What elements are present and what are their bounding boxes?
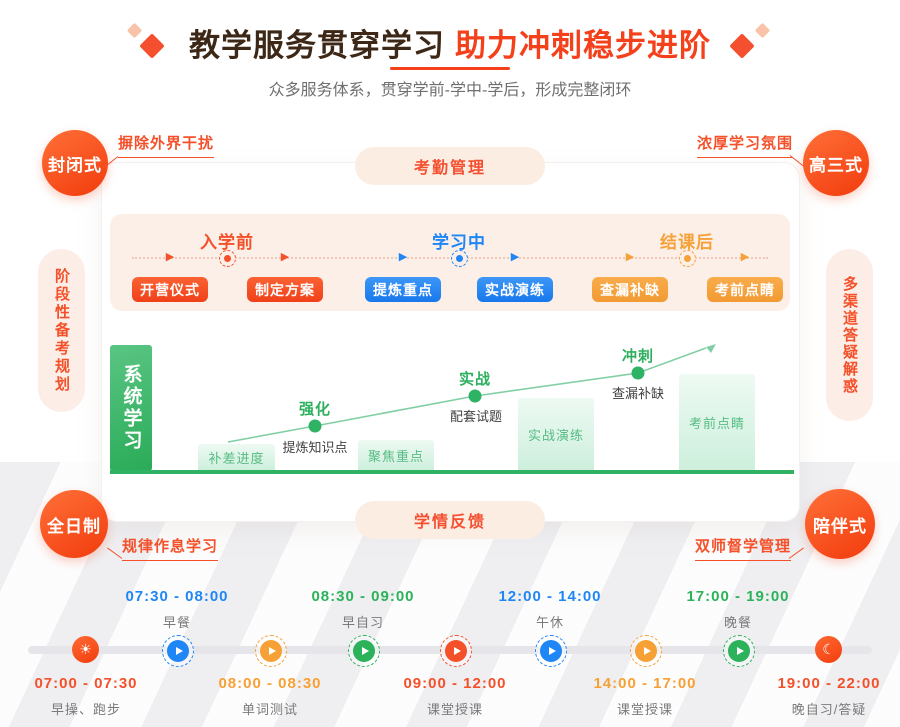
schedule-label: 晚自习/答疑	[791, 702, 867, 717]
chip-make-plan[interactable]: 制定方案	[247, 277, 323, 302]
schedule-time: 14:00 - 17:00	[593, 675, 697, 692]
schedule-time: 07:00 - 07:30	[34, 675, 138, 692]
schedule-item-noon-break: 12:00 - 14:00 午休	[470, 588, 630, 631]
schedule-label: 午休	[535, 615, 564, 630]
arrow-marker-icon: ▶	[510, 251, 520, 263]
chip-extract-key-points[interactable]: 提炼重点	[365, 277, 441, 302]
milestone-title: 强化	[298, 401, 332, 418]
moon-icon: ☾	[815, 636, 842, 663]
badge-fulltime-mode: 全日制	[40, 490, 108, 558]
badge-gaosan-mode: 高三式	[803, 130, 869, 196]
schedule-time: 08:00 - 08:30	[218, 675, 322, 692]
title-main: 教学服务贯穿学习	[189, 28, 445, 63]
schedule-item-morning-exercise: 07:00 - 07:30 早操、跑步	[6, 675, 166, 718]
schedule-time: 07:30 - 08:00	[125, 588, 229, 605]
chart-bar: 考前点睛	[679, 374, 755, 470]
schedule-item-dinner: 17:00 - 19:00 晚餐	[658, 588, 818, 631]
system-learning-block: 系统学习	[110, 345, 152, 471]
attendance-pill: 考勤管理	[355, 147, 545, 185]
chip-final-tips[interactable]: 考前点睛	[707, 277, 783, 302]
sun-icon: ☀	[72, 636, 99, 663]
schedule-item-evening-study: 19:00 - 22:00 晚自习/答疑	[749, 675, 900, 718]
play-icon	[723, 635, 755, 667]
schedule-item-class-am: 09:00 - 12:00 课堂授课	[375, 675, 535, 718]
note-bottom-left: 规律作息学习	[122, 535, 219, 561]
title-accent: 助力冲刺稳步进阶	[455, 28, 711, 63]
milestone-title: 实战	[458, 371, 492, 388]
note-bottom-right: 双师督学管理	[695, 535, 792, 561]
play-icon	[162, 635, 194, 667]
schedule-item-class-pm: 14:00 - 17:00 课堂授课	[565, 675, 725, 718]
chart-bar: 补差进度	[198, 444, 275, 470]
schedule-time: 19:00 - 22:00	[777, 675, 881, 692]
chart-bar: 聚焦重点	[358, 440, 434, 470]
milestone-subtitle: 配套试题	[449, 409, 503, 424]
schedule-label: 早自习	[341, 615, 384, 630]
badge-companion-mode: 陪伴式	[805, 489, 875, 559]
schedule-label: 单词测试	[241, 702, 298, 717]
schedule-label: 早操、跑步	[50, 702, 121, 717]
arrow-marker-icon: ▶	[280, 251, 290, 263]
note-top-left: 摒除外界干扰	[118, 132, 215, 158]
arrow-marker-icon: ▶	[165, 251, 175, 263]
arrow-marker-icon: ▶	[625, 251, 635, 263]
schedule-label: 课堂授课	[426, 702, 483, 717]
page-title: 教学服务贯穿学习助力冲刺稳步进阶	[189, 20, 711, 65]
play-icon	[535, 635, 567, 667]
chip-practice-drill[interactable]: 实战演练	[477, 277, 553, 302]
phase-dotted-line	[132, 257, 768, 259]
phase-dot-icon	[451, 250, 468, 267]
chart-bar: 实战演练	[518, 398, 594, 470]
play-icon	[348, 635, 380, 667]
chip-fill-gaps[interactable]: 查漏补缺	[592, 277, 668, 302]
play-icon	[630, 635, 662, 667]
chip-opening-ceremony[interactable]: 开营仪式	[132, 277, 208, 302]
phase-dot-icon	[679, 250, 696, 267]
milestone-title: 冲刺	[621, 348, 655, 365]
schedule-label: 课堂授课	[616, 702, 673, 717]
phase-label-during: 学习中	[432, 233, 486, 252]
subtitle: 众多服务体系，贯穿学前-学中-学后，形成完整闭环	[268, 82, 632, 99]
schedule-label: 晚餐	[723, 615, 752, 630]
schedule-time: 09:00 - 12:00	[403, 675, 507, 692]
schedule-time: 17:00 - 19:00	[686, 588, 790, 605]
play-icon	[440, 635, 472, 667]
phase-label-before: 入学前	[200, 233, 254, 252]
play-icon	[255, 635, 287, 667]
schedule-time: 12:00 - 14:00	[498, 588, 602, 605]
feedback-pill: 学情反馈	[355, 501, 545, 539]
schedule-item-breakfast: 07:30 - 08:00 早餐	[97, 588, 257, 631]
schedule-time: 08:30 - 09:00	[311, 588, 415, 605]
phase-label-after: 结课后	[660, 233, 714, 252]
header: 教学服务贯穿学习助力冲刺稳步进阶	[0, 20, 900, 65]
side-pill-stage-planning: 阶段性备考规划	[38, 249, 85, 412]
note-top-right: 浓厚学习氛围	[697, 132, 794, 158]
title-underline	[390, 67, 510, 70]
arrow-marker-icon: ▶	[398, 251, 408, 263]
badge-closed-mode: 封闭式	[42, 130, 108, 196]
phase-dot-icon	[219, 250, 236, 267]
schedule-item-morning-study: 08:30 - 09:00 早自习	[283, 588, 443, 631]
schedule-item-word-test: 08:00 - 08:30 单词测试	[190, 675, 350, 718]
diamond-decoration-left-icon	[126, 21, 171, 65]
milestone-subtitle: 查漏补缺	[611, 386, 665, 401]
milestone-subtitle: 提炼知识点	[282, 440, 348, 455]
schedule-label: 早餐	[162, 615, 191, 630]
diamond-decoration-right-icon	[729, 21, 773, 65]
arrow-marker-icon: ▶	[740, 251, 750, 263]
chart-baseline	[110, 470, 794, 474]
side-pill-qa-channels: 多渠道答疑解惑	[826, 249, 873, 421]
